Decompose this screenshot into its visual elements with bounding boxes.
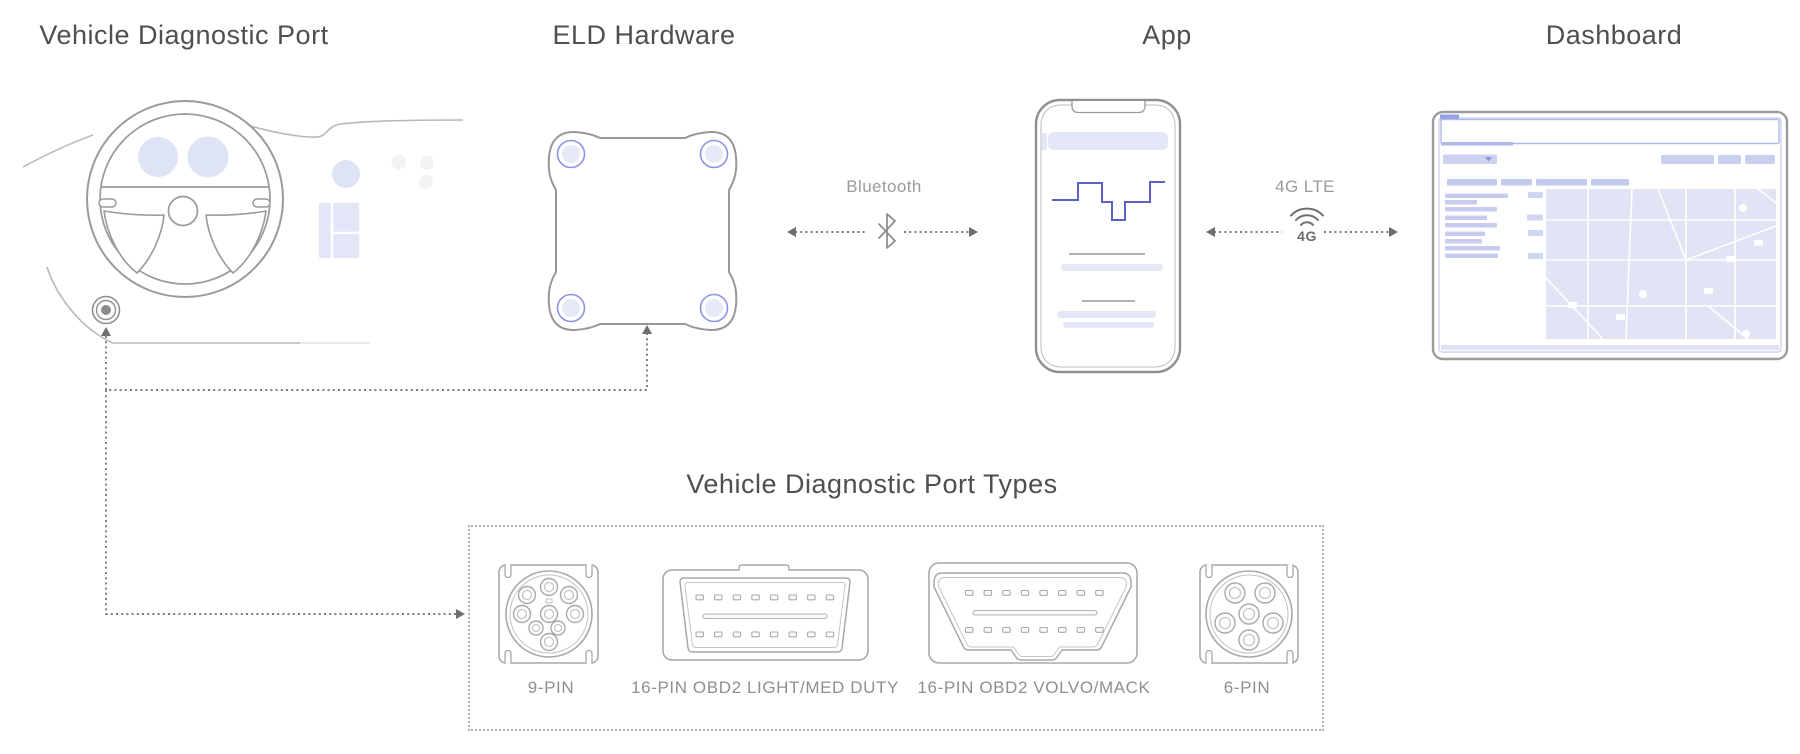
dashboard-tabs-placeholder (1447, 179, 1629, 186)
connector-obd2-volvo-mack (928, 562, 1138, 664)
4g-icon-text: 4G (1297, 228, 1317, 244)
dashboard-chips-placeholder (1527, 192, 1543, 259)
port-label-obd2-light-med: 16-PIN OBD2 LIGHT/MED DUTY (631, 678, 899, 697)
dashboard-title: Dashboard (1545, 20, 1683, 50)
app-title: App (1142, 20, 1192, 50)
connector-obd2-light-med (662, 564, 869, 661)
steering-wheel (86, 100, 284, 298)
app-header-placeholder (1048, 132, 1168, 150)
dashboard-header-placeholder (1440, 118, 1780, 145)
vehicle-dashboard-illustration (22, 100, 464, 344)
bluetooth-icon (878, 213, 896, 249)
port-to-porttypes-line (105, 390, 456, 615)
console-knob (332, 160, 360, 188)
eld-mount-holes (556, 139, 729, 323)
console-vent (319, 202, 331, 259)
connector-9-pin (498, 564, 599, 664)
arrow-right-to-app (969, 227, 978, 237)
hos-log-graph (1052, 181, 1165, 221)
arrow-left-to-app (1206, 227, 1215, 237)
port-connectors-illustration (498, 562, 1299, 664)
port-label-9-pin: 9-PIN (527, 678, 575, 697)
vehicle-port-title: Vehicle Diagnostic Port (39, 20, 329, 50)
dashboard-button-placeholder (1661, 155, 1714, 164)
dashboard-list-placeholder (1445, 193, 1508, 258)
arrow-right-to-porttypes (456, 609, 465, 619)
dashboard-dropdown-placeholder (1443, 154, 1497, 164)
app-phone-illustration (1034, 98, 1182, 374)
arrow-right-to-dashboard (1389, 227, 1398, 237)
phone-notch (1071, 101, 1146, 114)
lte-label: 4G LTE (1275, 177, 1335, 196)
port-types-title: Vehicle Diagnostic Port Types (686, 469, 1058, 499)
arrow-left-to-eld (787, 227, 796, 237)
4g-signal-icon: 4G (1283, 207, 1331, 244)
gauge-left (138, 137, 178, 177)
dashboard-map (1545, 188, 1777, 340)
eld-device-illustration (547, 130, 738, 332)
connector-6-pin (1199, 564, 1299, 664)
dashboard-monitor-illustration (1431, 110, 1789, 361)
port-types-box (468, 525, 1324, 731)
diagnostic-port (91, 295, 121, 325)
eld-hardware-title: ELD Hardware (552, 20, 736, 50)
bluetooth-label: Bluetooth (846, 177, 922, 196)
dropdown-caret-icon (1485, 157, 1492, 162)
port-label-6-pin: 6-PIN (1223, 678, 1271, 697)
port-label-obd2-volvo-mack: 16-PIN OBD2 VOLVO/MACK (917, 678, 1151, 697)
browser-tab-placeholder (1440, 114, 1459, 120)
gauge-right (187, 136, 229, 178)
